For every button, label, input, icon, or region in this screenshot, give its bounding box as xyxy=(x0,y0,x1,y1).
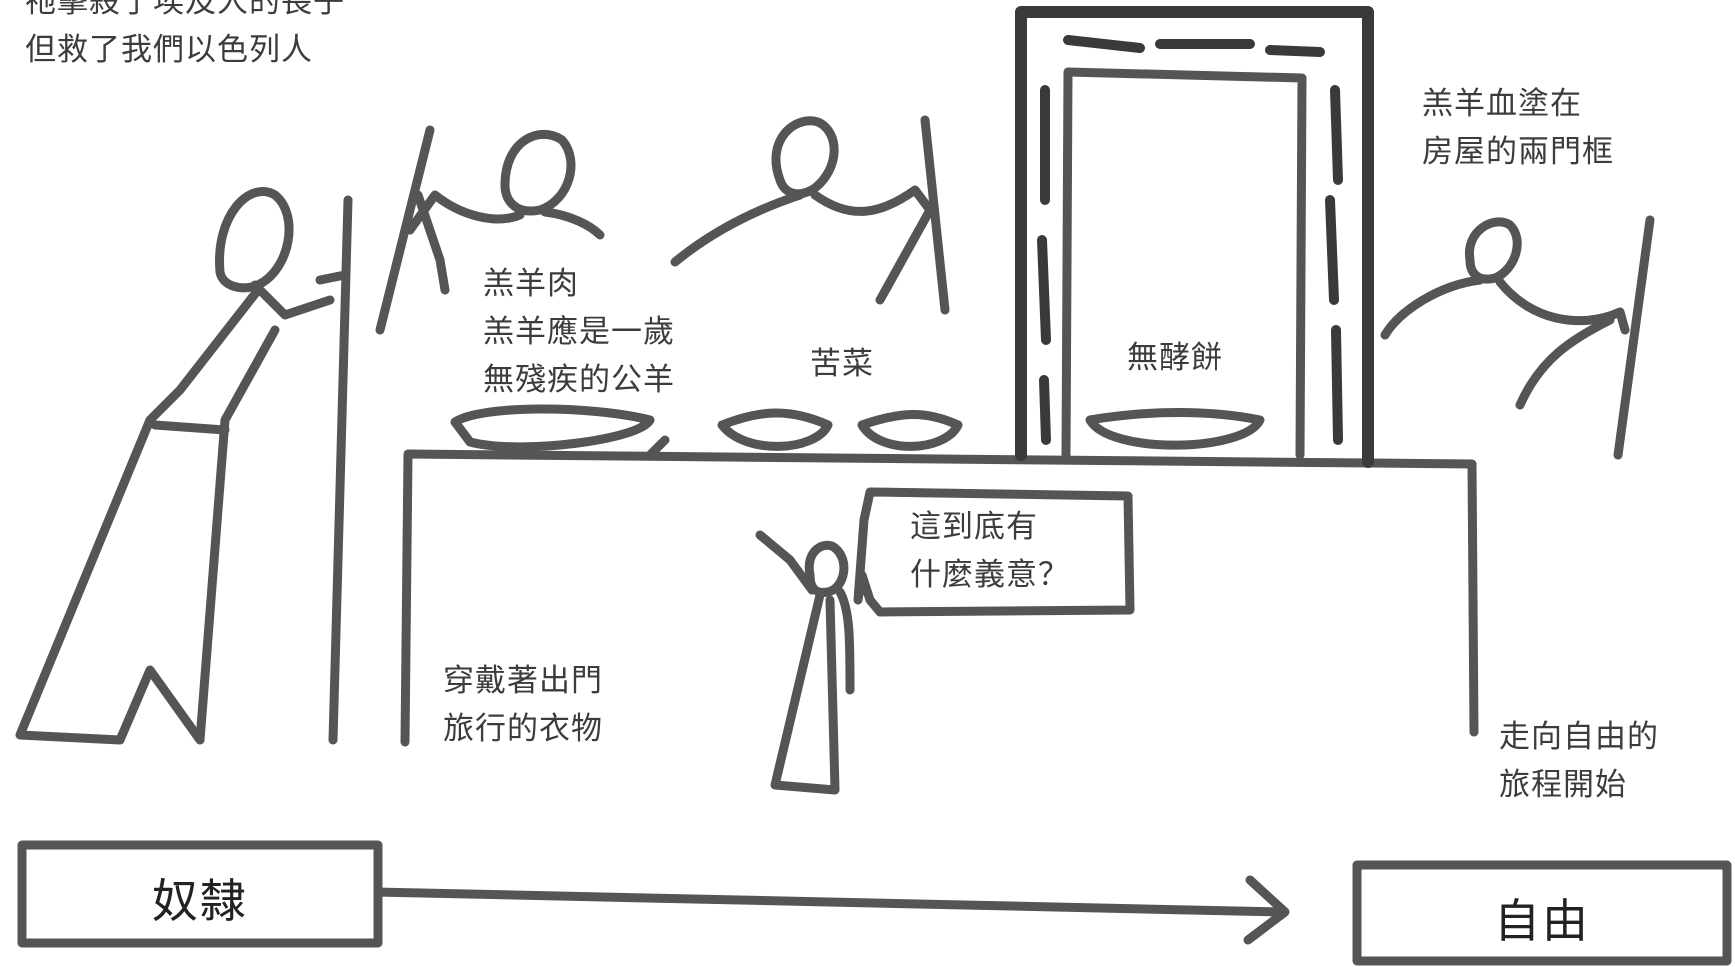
bread-label: 無酵餅 xyxy=(1127,340,1223,376)
elder-figure xyxy=(15,187,353,745)
lamb-platter xyxy=(450,404,670,460)
child-figure xyxy=(755,530,855,795)
journey-note: 走向自由的 旅程開始 xyxy=(1499,719,1659,803)
doorframe xyxy=(1015,6,1374,468)
slavery-label: 奴隸 xyxy=(152,874,248,928)
clothing-note: 穿戴著出門 旅行的衣物 xyxy=(443,663,603,747)
walking-figure-right xyxy=(1380,215,1655,460)
freedom-box xyxy=(1352,860,1732,966)
unleavened-bread-bowl xyxy=(1085,408,1265,450)
running-figure-center xyxy=(670,115,950,315)
freedom-label: 自由 xyxy=(1494,894,1590,948)
running-figure-left xyxy=(375,125,605,335)
caption-top: 祂擊殺了埃及人的長子 但救了我們以色列人 xyxy=(25,0,345,68)
herbs-label: 苦菜 xyxy=(810,346,874,382)
speech-bubble xyxy=(853,487,1135,617)
question-text: 這到底有 什麼義意？ xyxy=(910,509,1070,593)
lamb-note: 羔羊肉 羔羊應是一歲 無殘疾的公羊 xyxy=(483,266,675,398)
blood-note: 羔羊血塗在 房屋的兩門框 xyxy=(1422,86,1614,170)
bitter-herbs-bowls xyxy=(717,408,963,451)
timeline-arrow xyxy=(373,875,1290,945)
table-outline xyxy=(400,449,1479,747)
